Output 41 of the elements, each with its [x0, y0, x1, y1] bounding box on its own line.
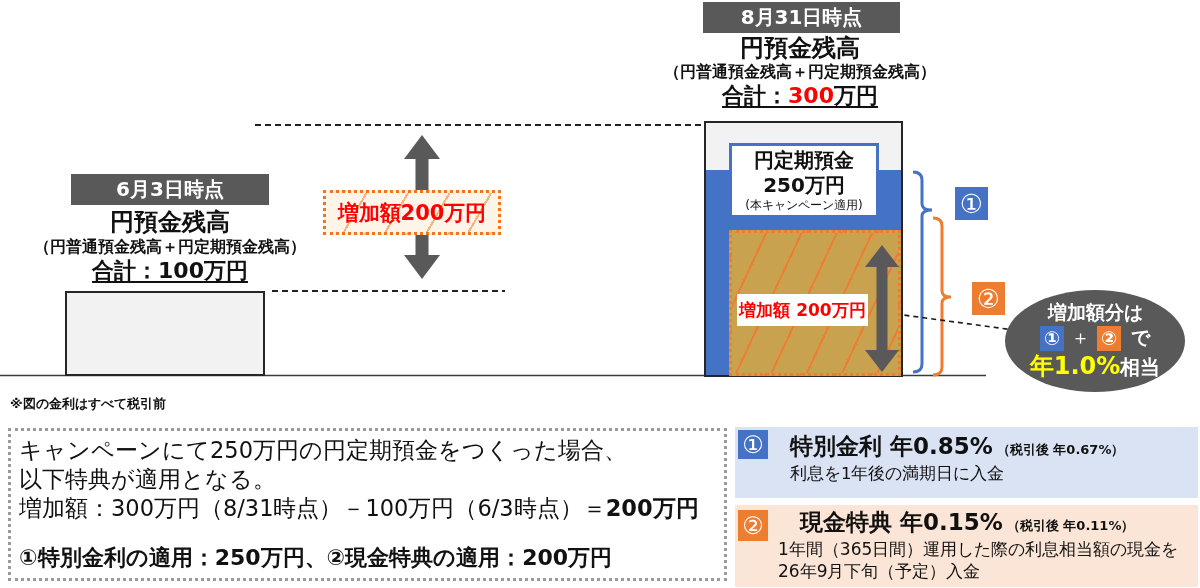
- callout-text: で: [1131, 327, 1150, 350]
- number-badge: ②: [1097, 325, 1121, 351]
- after-tax-rate: （税引後 年0.11%）: [1006, 517, 1135, 535]
- plus-sign: ＋: [1071, 327, 1090, 350]
- benefit-title: 特別金利 年0.85%: [790, 432, 993, 461]
- footnote: ※図の金利はすべて税引前: [10, 396, 166, 412]
- benefit-description: 利息を1年後の満期日に入金: [790, 463, 1005, 485]
- note-box: [8, 428, 727, 581]
- balance-bar: [704, 121, 903, 377]
- benefit-title: 現金特典 年0.15%: [800, 508, 1003, 537]
- date-tag: 8月31日時点: [703, 2, 900, 33]
- number-badge: ①: [738, 430, 768, 459]
- benefit-panel: [735, 505, 1198, 587]
- balance-total: 合計：300万円: [722, 83, 878, 110]
- balance-heading: 円預金残高: [110, 208, 230, 237]
- number-badge: ②: [972, 282, 1005, 315]
- rate-highlight: 年1.0%: [1029, 352, 1121, 381]
- deposit-amount: 250万円: [763, 173, 845, 198]
- balance-total: 合計：100万円: [92, 258, 248, 285]
- increase-callout: 増加額200万円: [323, 190, 501, 235]
- deposit-title: 円定期預金: [754, 148, 854, 173]
- benefit-panel: [735, 427, 1198, 498]
- callout-text: 相当: [1120, 355, 1161, 379]
- callout-text: 増加額分は: [1047, 301, 1143, 324]
- balance-breakdown: （円普通預金残高＋円定期預金残高）: [34, 238, 306, 257]
- date-tag: 6月3日時点: [71, 174, 269, 205]
- campaign-note: (本キャンペーン適用): [745, 198, 863, 213]
- balance-heading: 円預金残高: [740, 34, 860, 63]
- calculation-text: 増加額：300万円（8/31時点）－100万円（6/3時点）＝200万円: [19, 494, 699, 523]
- balance-breakdown: （円普通預金残高＋円定期預金残高）: [664, 63, 936, 82]
- deposit-box: [729, 143, 879, 218]
- after-tax-rate: （税引後 年0.67%）: [996, 441, 1125, 459]
- note-text: キャンペーンにて250万円の円定期預金をつくった場合、以下特典が適用となる。: [19, 436, 628, 494]
- number-badge: ②: [738, 510, 768, 541]
- hatched-increase-area: [729, 230, 901, 376]
- benefit-summary: ①特別金利の適用：250万円、②現金特典の適用：200万円: [19, 544, 613, 572]
- balance-bar: [65, 291, 265, 376]
- increase-label: 増加額 200万円: [737, 294, 868, 326]
- number-badge: ①: [955, 187, 988, 220]
- number-badge: ①: [1040, 325, 1064, 351]
- benefit-description: 1年間（365日間）運用した際の利息相当額の現金を26年9月下旬（予定）入金: [778, 538, 1180, 583]
